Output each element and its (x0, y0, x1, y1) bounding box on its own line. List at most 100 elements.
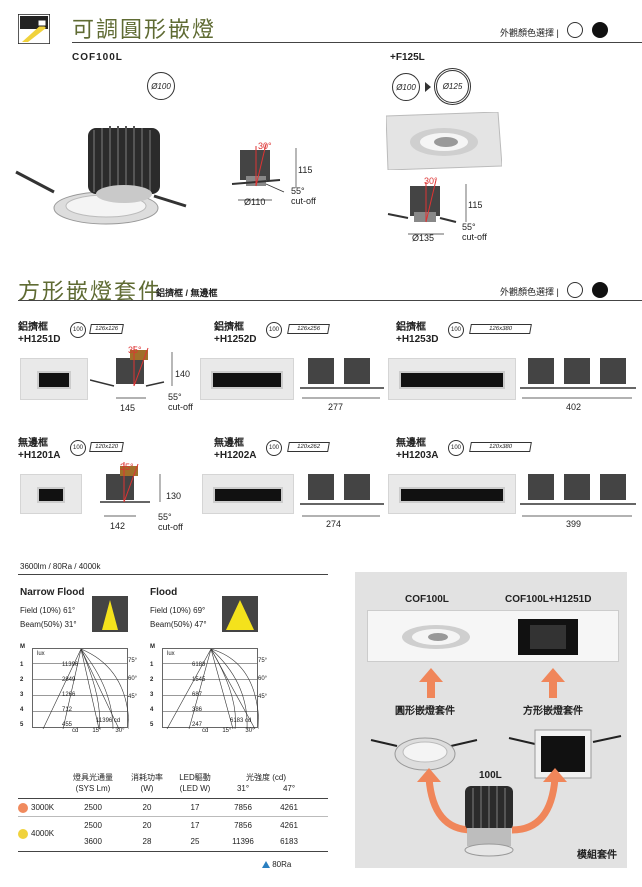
value: 712 (62, 707, 73, 713)
width-dim: 399 (566, 519, 582, 529)
divider (18, 300, 642, 301)
flood-field: Field (10%) 69° (150, 606, 206, 615)
axis-m: M (150, 644, 155, 650)
value: 687 (192, 692, 203, 698)
round-kit-image (369, 726, 479, 776)
combined-panel (367, 610, 619, 662)
product-image-f125l (385, 111, 503, 171)
cell: 4261 (280, 803, 298, 812)
height-dim: 115 (298, 165, 313, 175)
photometric-header: 3600lm / 80Ra / 4000k (20, 562, 101, 571)
header-cd: 光強度 (cd) (246, 773, 286, 782)
panel-3 (388, 358, 516, 400)
row-5: 5 (20, 722, 24, 728)
core-label: 100L (479, 770, 502, 781)
black-color-option[interactable] (592, 22, 608, 38)
kit-label: 無邊框+H1203A (396, 438, 439, 461)
size-tag: 126x380 (469, 324, 532, 334)
cell: 20 (142, 803, 152, 812)
kit-label: 鋁擠框+H1253D (396, 322, 439, 345)
cutoff-label: 55° cut-off (291, 186, 316, 206)
height-dim: 130 (166, 491, 182, 501)
kit-label: 無邊框+H1202A (214, 438, 257, 461)
white-color-option[interactable] (567, 282, 583, 298)
x-label: 15° (222, 728, 232, 734)
width-dim: 402 (566, 402, 582, 412)
color-select-label-2: 外觀顏色選擇 | (500, 287, 559, 297)
cutoff-label-2: 55° cut-off (462, 222, 487, 242)
cutout-from-badge: Ø100 (392, 73, 420, 101)
lux-label: lux (167, 651, 175, 657)
section-title-square: 方形嵌燈套件 (18, 280, 163, 305)
height-dim: 140 (175, 369, 191, 379)
axis-m: M (20, 644, 25, 650)
row-1: 1 (150, 662, 154, 668)
header-lm: 燈具光通量 (SYS Lm) (73, 773, 113, 793)
cut-badge: 100 (266, 440, 282, 456)
size-tag: 126x126 (89, 324, 124, 334)
arrow-up-icon (541, 668, 565, 703)
cell: 6183 (280, 837, 298, 846)
panel-6 (388, 474, 516, 514)
panel-1 (20, 358, 88, 400)
cut-badge: 100 (70, 322, 86, 338)
round-kit-label: 圓形嵌燈套件 (395, 706, 455, 717)
product-image-cof100l (14, 108, 194, 228)
cutoff-label: 55° cut-off (168, 392, 193, 412)
logo-icon (17, 13, 51, 45)
x-label: cd (202, 728, 209, 734)
size-tag: 126x256 (287, 324, 330, 334)
angle-47: 47° (282, 784, 296, 793)
row-3: 3 (20, 692, 24, 698)
cut-badge: 100 (448, 440, 464, 456)
section-drawing (90, 462, 190, 532)
flood-beam-icon (222, 596, 258, 632)
footnote: 80Ra (262, 860, 291, 869)
module-kit-panel: COF100L COF100L+H1251D 圓形嵌燈套件 方形嵌燈套件 (355, 572, 627, 868)
spec-table: 燈具光通量 (SYS Lm) 消耗功率 (W) LED驅動 (LED W) 光強… (18, 772, 328, 852)
angle-31: 31° (236, 784, 250, 793)
width-dim-2: Ø135 (412, 233, 435, 243)
angle: 45° (258, 694, 268, 700)
flood-beam: Beam(50%) 47° (150, 620, 207, 629)
arrow-up-icon (419, 668, 443, 703)
row-2: 2 (150, 677, 154, 683)
cell: 7856 (234, 803, 252, 812)
dimension-drawing-2 (386, 178, 496, 248)
panel-5 (202, 474, 294, 514)
model-name: COF100L (72, 52, 123, 63)
plus-model-name: +F125L (390, 52, 425, 63)
black-color-option[interactable] (592, 282, 608, 298)
cut-badge: 100 (266, 322, 282, 338)
cell: 28 (142, 837, 152, 846)
x-label: 30° (115, 728, 125, 734)
size-tag: 120x262 (287, 442, 330, 452)
flood-title: Flood (150, 587, 178, 598)
value: 386 (192, 707, 203, 713)
value: 6183 (192, 662, 206, 668)
x-label: 30° (245, 728, 255, 734)
core-module-image (457, 784, 521, 858)
value: 247 (192, 722, 203, 728)
section-drawing (89, 346, 190, 416)
cutout-badge: Ø100 (147, 72, 175, 100)
panel-4 (20, 474, 82, 514)
kit-label: 鋁擠框+H1252D (214, 322, 257, 345)
module-caption: 模組套件 (577, 850, 617, 861)
row-2: 2 (20, 677, 24, 683)
header-led: LED驅動 (LED W) (179, 773, 211, 793)
square-kit-image (505, 726, 625, 782)
narrow-beam: Beam(50%) 31° (20, 620, 77, 629)
cell: 2500 (84, 821, 102, 830)
cutoff-label: 55° cut-off (158, 512, 183, 532)
row-1: 1 (20, 662, 24, 668)
row-5: 5 (150, 722, 154, 728)
angle: 45° (128, 694, 138, 700)
angle: 60° (128, 676, 138, 682)
white-color-option[interactable] (567, 22, 583, 38)
lux-label: lux (37, 651, 45, 657)
tilt-angle: 30° (258, 141, 272, 151)
right-label: COF100L+H1251D (505, 594, 592, 605)
